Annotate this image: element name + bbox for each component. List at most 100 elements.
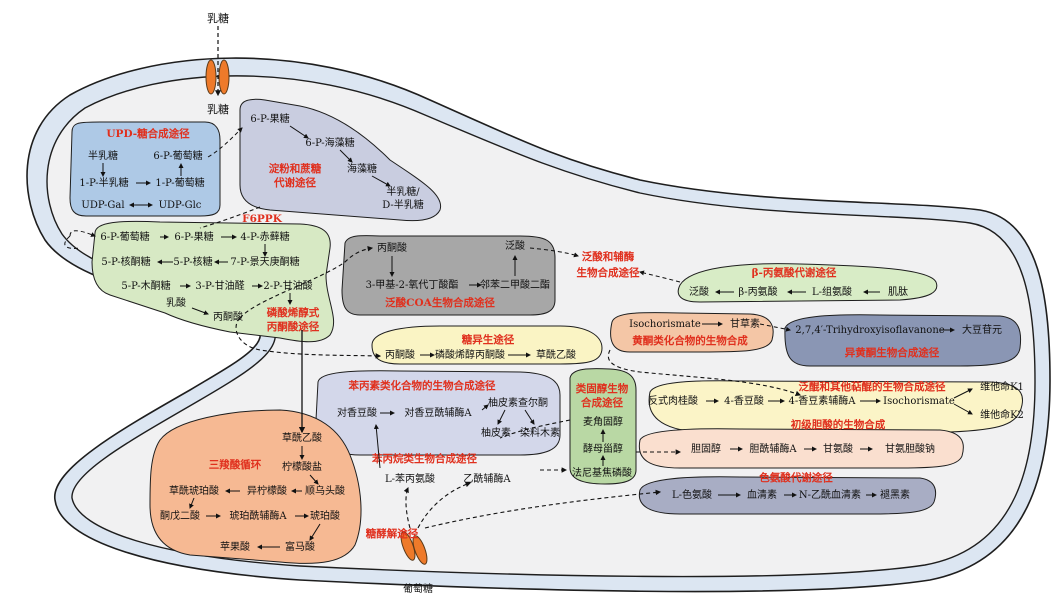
gluconeogenesis-title: 糖异生途径 (462, 333, 515, 346)
gluco-oaa: 草酰乙酸 (536, 348, 576, 361)
tca-cycle: 三羧酸循环 草酰乙酸 柠檬酸盐 异柠檬酸 顺乌头酸 草酰琥珀酸 酮戊二酸 琥珀酰… (149, 409, 362, 564)
bile-cholcoa: 胆酰辅酶A (749, 442, 797, 455)
coa-pantoate: 泛酸 (505, 239, 525, 252)
f6ppk-pyruvate: 丙酮酸 (213, 310, 243, 323)
tca-akg: 酮戊二酸 (160, 509, 200, 522)
phenylprop-coumaric: 对香豆酸 (337, 406, 377, 419)
starch-tre6p: 6-P-海藻糖 (305, 136, 354, 149)
f6ppk-pathway: F6PPK 6-P-葡萄糖 6-P-果糖 4-P-赤藓糖 5-P-核酮糖 5-P… (91, 213, 335, 343)
f6ppk-lactate: 乳酸 (166, 296, 186, 309)
coa-aal: 邻苯二甲酸二酯 (480, 278, 550, 291)
upd-g6p: 6-P-葡萄糖 (153, 149, 202, 162)
bile-gly: 甘氨酸 (823, 442, 853, 455)
flav-isochorismate: Isochorismate (629, 319, 701, 330)
f6ppk-f6p: 6-P-果糖 (174, 230, 213, 243)
isoflavone-pathway: 2,7,4′-Trihydroxyisoflavanone 大豆苷元 异黄酮生物… (784, 314, 1022, 367)
upd-udpgal: UDP-Gal (81, 200, 124, 211)
glycolysis-acetylcoa: 乙酰辅酶A (463, 472, 511, 485)
starch-trehalose: 海藻糖 (347, 162, 377, 175)
trp-serotonin: 血清素 (747, 488, 777, 501)
coa-kiv: 3-甲基-2-氧代丁酸酯 (366, 278, 459, 291)
ubiq-vk1: 维他命K1 (980, 380, 1024, 393)
beta-alanine-ba: β-丙氨酸 (738, 285, 777, 298)
lactose-outside-label: 乳糖 (207, 11, 229, 25)
bile-glychol: 甘氨胆酸钠 (885, 442, 935, 455)
upd-gal1p: 1-P-半乳糖 (79, 176, 128, 189)
glucose-outside-label: 葡萄糖 (403, 582, 433, 595)
phenylprop-title: 苯丙素类化合物的生物合成途径 (348, 379, 496, 392)
tca-title: 三羧酸循环 (209, 458, 262, 471)
gluconeogenesis-pathway: 糖异生途径 丙酮酸 磷酸烯醇丙酮酸 草酰乙酸 (371, 325, 603, 365)
bile-chol: 胆固醇 (691, 442, 721, 455)
f6ppk-e4p: 4-P-赤藓糖 (240, 230, 289, 243)
flav-glycyrrhizin: 甘草素 (730, 317, 760, 330)
tca-citrate: 柠檬酸盐 (282, 460, 322, 473)
ubiq-cinnamic: 反式肉桂酸 (648, 394, 698, 407)
steroid-zymosterol: 酵母甾醇 (583, 442, 623, 455)
f6ppk-pg2: 2-P-甘油酸 (263, 279, 312, 292)
ubiq-title: 泛醌和其他萜醌的生物合成途径 (799, 380, 946, 393)
starch-title-2: 代谢途径 (273, 176, 316, 189)
flavonoid-pathway: Isochorismate 甘草素 黄酮类化合物的生物合成 (610, 312, 774, 353)
tryptophan-pathway: 色氨酸代谢途径 L-色氨酸 血清素 N-乙酰血清素 褪黑素 (638, 471, 937, 515)
lactose-transporter (205, 59, 230, 95)
trp-melatonin: 褪黑素 (880, 488, 910, 501)
starch-pathway: 6-P-果糖 6-P-海藻糖 海藻糖 半乳糖/ D-半乳糖 淀粉和蔗糖 代谢途径 (239, 98, 442, 222)
connector-lines (199, 206, 802, 529)
beta-alanine-pathway: β-丙氨酸代谢途径 泛酸 β-丙氨酸 L-组氨酸 肌肽 (677, 263, 938, 303)
starch-f6p: 6-P-果糖 (250, 112, 289, 125)
beta-alanine-pantoate: 泛酸 (689, 285, 709, 298)
tca-oxsucc: 草酰琥珀酸 (169, 484, 219, 497)
coa-pyruvate: 丙酮酸 (377, 241, 407, 254)
pantothenate-title-1: 泛酸和辅酶 (582, 250, 635, 263)
upd-glc1p: 1-P-葡萄糖 (155, 176, 204, 189)
steroid-title-2: 合成途径 (580, 396, 623, 409)
beta-alanine-peptide: 肌肽 (888, 285, 908, 298)
phenylpropanoid-pathway: 苯丙素类化合物的生物合成途径 对香豆酸 对香豆酰辅酶A 柚皮素查尔酮 柚皮素 染… (315, 370, 561, 456)
lactose-inside-label: 乳糖 (207, 102, 229, 116)
coa-pathway: 丙酮酸 泛酸 3-甲基-2-氧代丁酸酯 邻苯二甲酸二酯 泛酸COA生物合成途径 (341, 235, 556, 316)
tca-succ: 琥珀酸 (310, 509, 340, 522)
beta-alanine-his: L-组氨酸 (812, 285, 852, 298)
tca-succoa: 琥珀酰辅酶A (229, 509, 287, 522)
trp-ltrp: L-色氨酸 (672, 488, 712, 501)
tca-isocit: 异柠檬酸 (247, 484, 287, 497)
coa-title: 泛酸COA生物合成途径 (385, 296, 495, 309)
isoflav-daidzein: 大豆苷元 (962, 323, 1002, 336)
upd-galactose: 半乳糖 (88, 149, 118, 162)
isoflav-thi: 2,7,4′-Trihydroxyisoflavanone (795, 325, 944, 336)
steroid-pathway: 类固醇生物 合成途径 麦角固醇 酵母甾醇 法尼基焦磷酸 (569, 368, 637, 485)
steroid-fpp: 法尼基焦磷酸 (572, 466, 632, 479)
beta-alanine-title: β-丙氨酸代谢途径 (752, 266, 837, 279)
phenylalk-title: 苯丙烷类生物合成途径 (371, 452, 477, 465)
tca-oaa: 草酰乙酸 (282, 431, 322, 444)
f6ppk-xu5p: 5-P-木酮糖 (121, 279, 170, 292)
bile-title: 初级胆酸的生物合成 (791, 418, 886, 431)
flav-title: 黄酮类化合物的生物合成 (632, 334, 748, 347)
gluco-pyruvate: 丙酮酸 (385, 348, 415, 361)
ubiq-coumaroyl: 4-香豆素辅酶A (789, 394, 857, 407)
trp-title: 色氨酸代谢途径 (759, 471, 833, 484)
trp-nas: N-乙酰血清素 (799, 488, 861, 501)
phenylalk-lphe: L-苯丙氨酸 (385, 472, 435, 485)
f6ppk-title: F6PPK (242, 213, 283, 225)
f6ppk-pep-1: 磷酸烯醇式 (267, 306, 320, 319)
ubiq-vk2: 维他命K2 (980, 408, 1024, 421)
f6ppk-ru5p: 5-P-核酮糖 (101, 255, 150, 268)
tca-malate: 苹果酸 (220, 540, 250, 553)
f6ppk-g6p: 6-P-葡萄糖 (100, 230, 149, 243)
isoflav-title: 异黄酮生物合成途径 (845, 346, 940, 359)
tca-fumarate: 富马酸 (285, 540, 315, 553)
starch-galactose-2: D-半乳糖 (382, 198, 424, 211)
f6ppk-s7p: 7-P-景天庚酮糖 (230, 255, 299, 268)
glycolysis-title: 糖酵解途径 (366, 527, 419, 540)
steroid-title-1: 类固醇生物 (576, 382, 629, 395)
ubiq-isochorismate: Isochorismate (883, 396, 955, 407)
ubiq-coumaric: 4-香豆酸 (724, 394, 764, 407)
f6ppk-g3p: 3-P-甘油醛 (195, 279, 244, 292)
phenylprop-dye: 染料木素 (520, 426, 560, 439)
ubiquinone-pathway: 泛醌和其他萜醌的生物合成途径 反式肉桂酸 4-香豆酸 4-香豆素辅酶A Isoc… (648, 380, 1024, 433)
gluco-pep: 磷酸烯醇丙酮酸 (435, 348, 505, 361)
bile-acid-pathway: 初级胆酸的生物合成 胆固醇 胆酰辅酶A 甘氨酸 甘氨胆酸钠 (638, 418, 964, 469)
